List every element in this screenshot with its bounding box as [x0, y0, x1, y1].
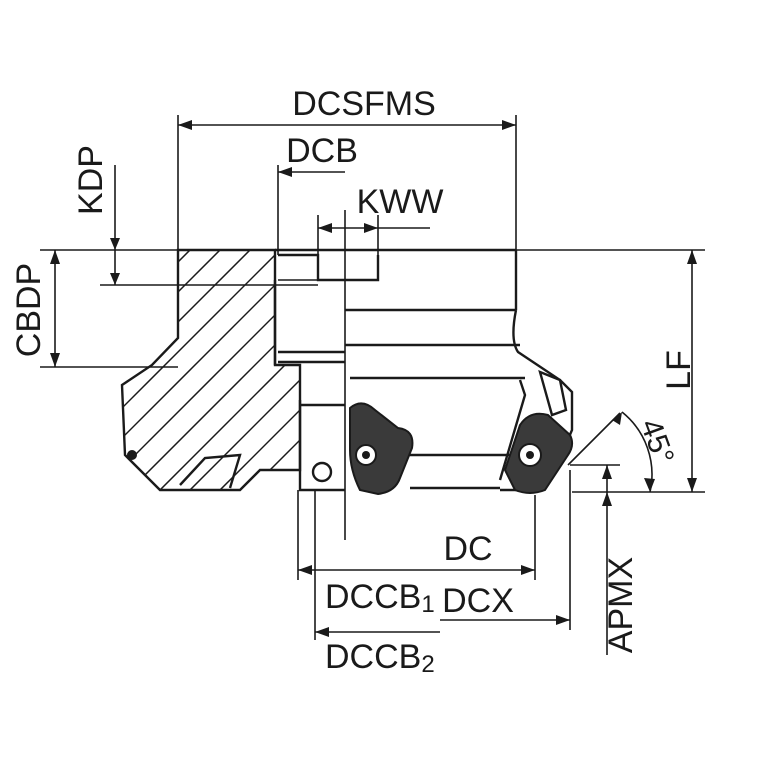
label-dcsfms: DCSFMS: [292, 85, 436, 123]
label-cbdp: CBDP: [10, 263, 48, 357]
label-dcb: DCB: [286, 132, 358, 170]
coolant-pocket: [179, 453, 242, 489]
dim-angle: 45°: [567, 411, 681, 493]
dim-cbdp: CBDP: [10, 249, 178, 368]
dim-dcb: DCB: [277, 132, 358, 255]
label-kdp: KDP: [72, 145, 110, 215]
label-dccb1: DCCB1: [325, 578, 435, 618]
insert-right: [503, 369, 574, 494]
insert-left: [349, 402, 414, 496]
tool-body-outline: [273, 248, 574, 540]
bolt-hole: [311, 461, 333, 483]
label-dccb2: DCCB2: [325, 638, 435, 678]
dim-dccb1: DCCB1: [325, 578, 435, 618]
dim-dcsfms: DCSFMS: [177, 85, 517, 250]
dim-lf: LF: [516, 249, 705, 493]
label-lf: LF: [660, 350, 698, 390]
label-dc: DC: [443, 530, 492, 568]
dim-kww: KWW: [317, 183, 444, 280]
label-apmx: APMX: [602, 557, 640, 653]
label-angle: 45°: [634, 415, 681, 469]
dim-dcx: DCX: [314, 470, 571, 640]
label-kww: KWW: [357, 183, 444, 221]
dim-kdp: KDP: [72, 145, 318, 286]
chip-dot: [127, 450, 137, 460]
label-dcx: DCX: [442, 582, 514, 620]
dim-dc: DC: [297, 490, 536, 580]
dim-dccb2: DCCB2: [315, 627, 440, 678]
dim-apmx: APMX: [570, 464, 640, 655]
